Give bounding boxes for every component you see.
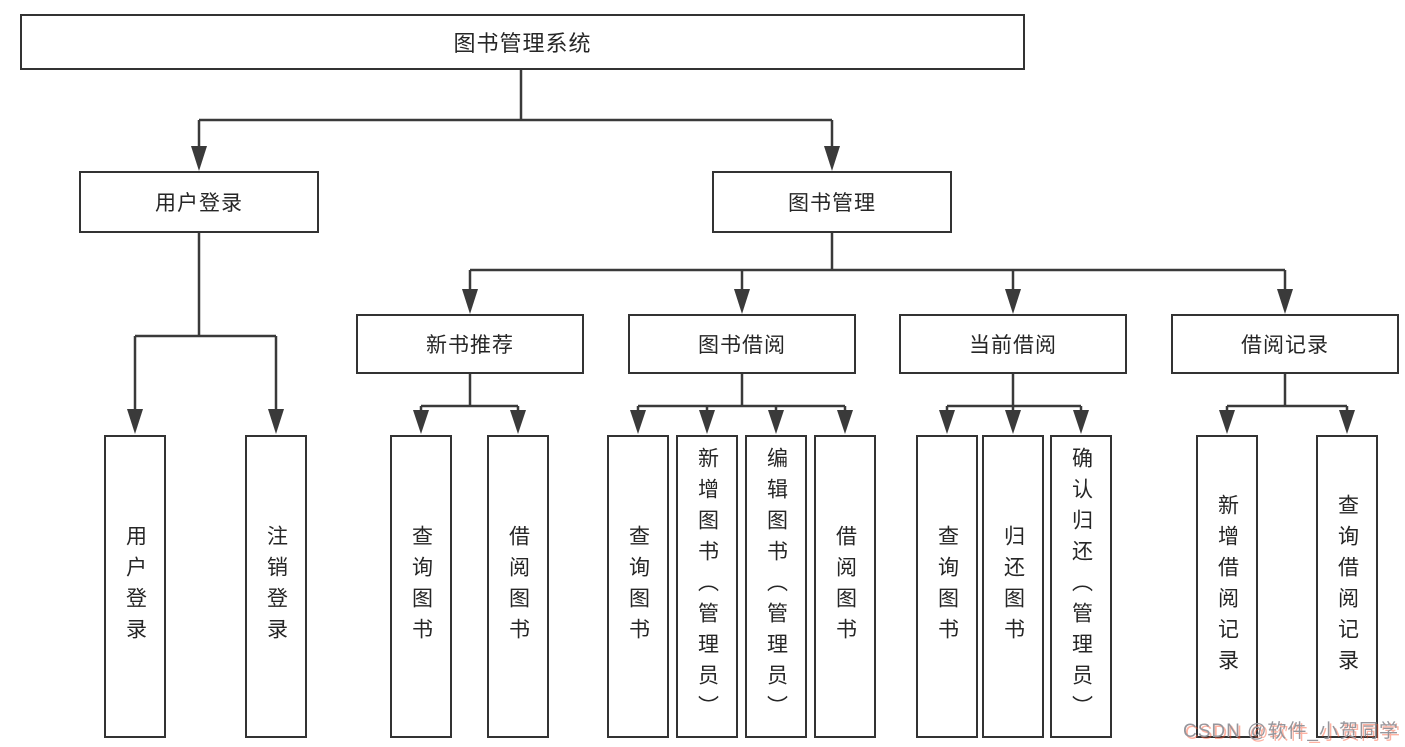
node-label: 图书借阅	[698, 334, 786, 357]
node-label: 归还图书	[1001, 524, 1025, 649]
node-label: 查询借阅记录	[1335, 493, 1359, 680]
leaf-query-books-borrowing: 查询图书	[607, 435, 669, 738]
node-label: 新增图书（管理员）	[695, 447, 719, 726]
node-current-borrowing: 当前借阅	[899, 314, 1127, 374]
leaf-query-borrowing-record: 查询借阅记录	[1316, 435, 1378, 738]
node-label: 编辑图书（管理员）	[764, 447, 788, 726]
leaf-logout: 注销登录	[245, 435, 307, 738]
node-new-book-recommendation: 新书推荐	[356, 314, 584, 374]
node-label: 查询图书	[935, 524, 959, 649]
node-label: 查询图书	[626, 524, 650, 649]
connector-records-to-children	[1219, 374, 1355, 434]
csdn-watermark: CSDN @软件_小贺同学	[1183, 721, 1399, 742]
node-label: 用户登录	[123, 524, 147, 649]
node-label: 借阅记录	[1241, 334, 1329, 357]
node-label: 新书推荐	[426, 334, 514, 357]
node-book-management-group: 图书管理	[712, 171, 952, 233]
node-label: 图书管理	[788, 192, 876, 215]
leaf-add-borrowing-record: 新增借阅记录	[1196, 435, 1258, 738]
node-label: 注销登录	[264, 524, 288, 649]
node-label: 当前借阅	[969, 334, 1057, 357]
node-label: 借阅图书	[833, 524, 857, 649]
leaf-query-books-recommendation: 查询图书	[390, 435, 452, 738]
node-book-borrowing: 图书借阅	[628, 314, 856, 374]
node-label: 用户登录	[155, 192, 243, 215]
leaf-user-login: 用户登录	[104, 435, 166, 738]
leaf-confirm-return-admin: 确认归还（管理员）	[1050, 435, 1112, 738]
node-label: 查询图书	[409, 524, 433, 649]
node-label: 借阅图书	[506, 524, 530, 649]
connector-rec-to-children	[413, 374, 526, 434]
node-borrowing-records: 借阅记录	[1171, 314, 1399, 374]
node-library-management-system: 图书管理系统	[20, 14, 1025, 70]
node-label: 确认归还（管理员）	[1069, 447, 1093, 726]
connector-current-to-children	[939, 374, 1089, 434]
node-label: 新增借阅记录	[1215, 493, 1239, 680]
leaf-edit-books-admin: 编辑图书（管理员）	[745, 435, 807, 738]
node-label: 图书管理系统	[453, 31, 592, 56]
leaf-query-books-current: 查询图书	[916, 435, 978, 738]
leaf-borrow-books: 借阅图书	[814, 435, 876, 738]
connector-root-to-level1	[191, 70, 840, 171]
leaf-return-books: 归还图书	[982, 435, 1044, 738]
node-user-login-group: 用户登录	[79, 171, 319, 233]
connector-login-to-children	[127, 233, 284, 434]
connector-manage-to-level2	[462, 233, 1293, 314]
leaf-borrow-books-recommendation: 借阅图书	[487, 435, 549, 738]
leaf-add-books-admin: 新增图书（管理员）	[676, 435, 738, 738]
connector-borrow-to-children	[630, 374, 853, 434]
